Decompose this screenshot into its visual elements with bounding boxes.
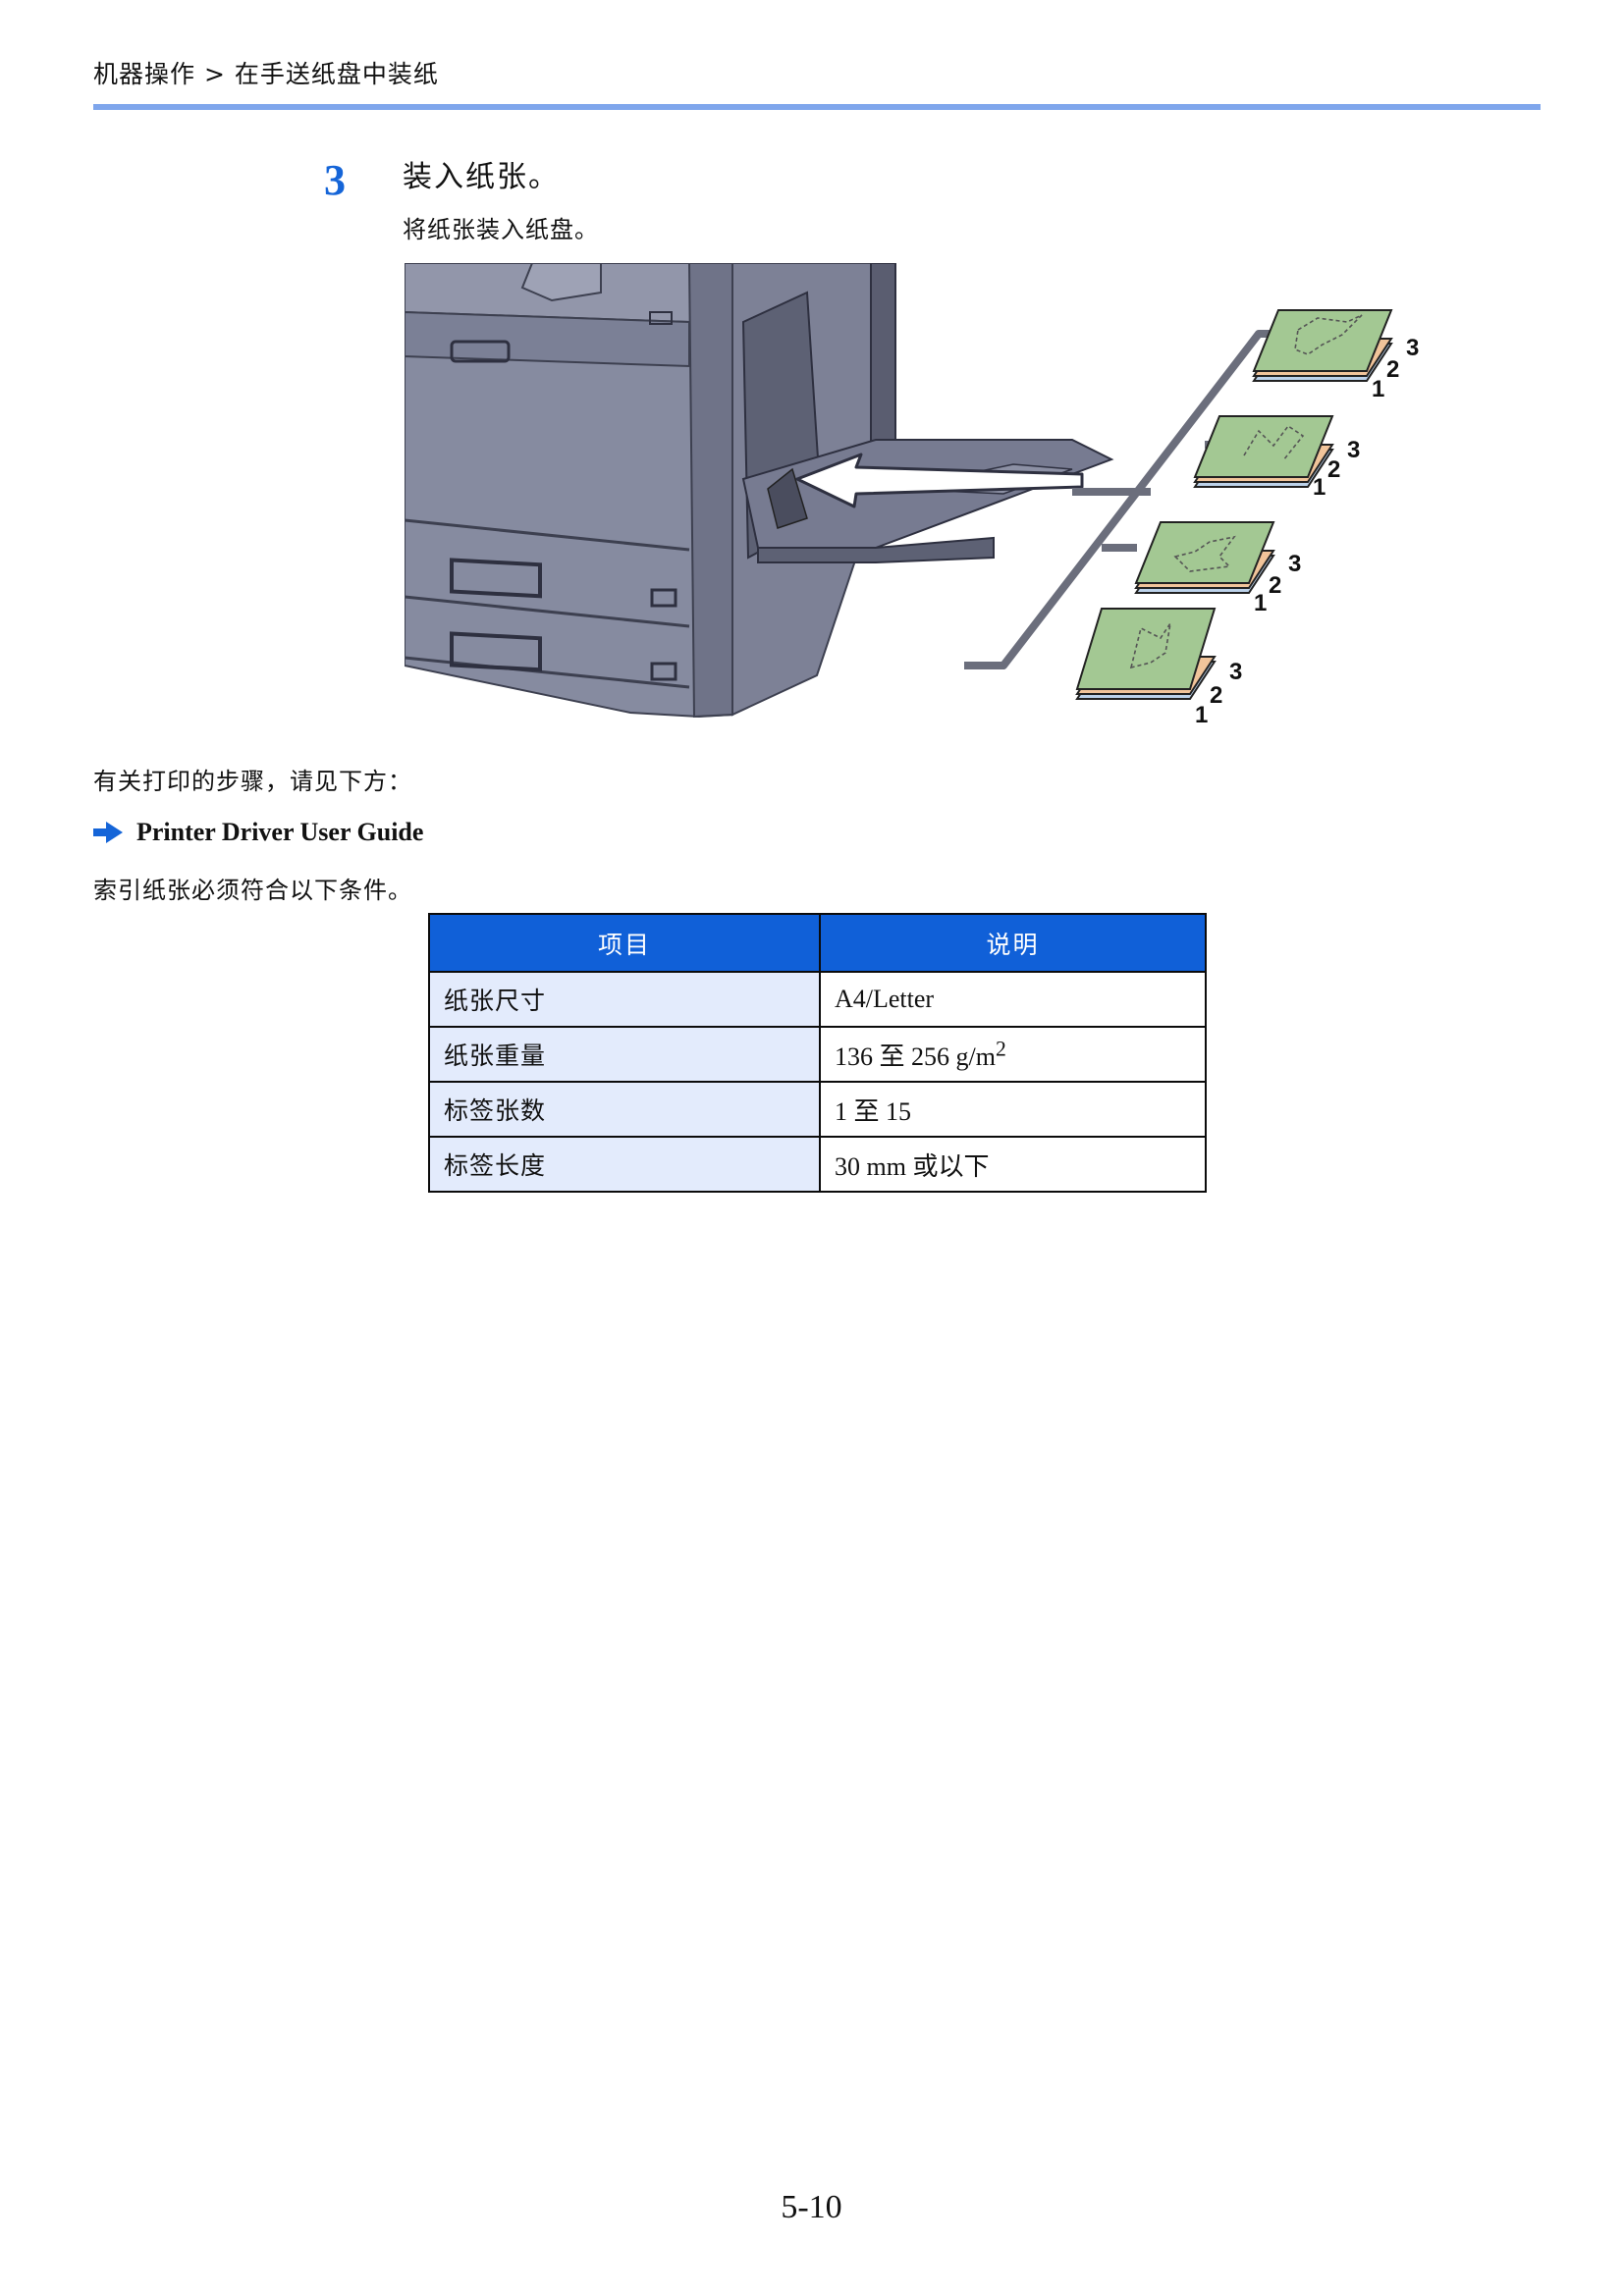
step-number: 3 bbox=[324, 156, 346, 204]
page-number: 5-10 bbox=[781, 2189, 842, 2225]
item-cell: 标签长度 bbox=[428, 1136, 821, 1193]
reference-text: 有关打印的步骤，请见下方： bbox=[93, 768, 412, 795]
tab-paper-stack-2: 1 2 3 bbox=[1193, 415, 1360, 501]
step-description: 将纸张装入纸盘。 bbox=[403, 216, 599, 243]
stack-label-3: 3 bbox=[1347, 437, 1360, 463]
conditions-intro: 索引纸张必须符合以下条件。 bbox=[93, 877, 412, 904]
step-title: 装入纸张。 bbox=[403, 160, 560, 194]
right-arrow-icon bbox=[93, 822, 123, 843]
tab-paper-stack-4: 1 2 3 bbox=[1075, 608, 1242, 728]
load-index-paper-illustration: 1 2 3 1 2 3 1 2 3 1 2 3 bbox=[405, 263, 1419, 728]
description-cell: 1 至 15 bbox=[819, 1081, 1207, 1138]
description-cell: 136 至 256 g/m2 bbox=[819, 1026, 1207, 1083]
stack-label-3: 3 bbox=[1229, 659, 1242, 685]
column-header-description: 说明 bbox=[819, 913, 1207, 973]
breadcrumb: 机器操作 > 在手送纸盘中装纸 bbox=[93, 60, 439, 88]
item-cell: 纸张尺寸 bbox=[428, 971, 821, 1028]
item-cell: 标签张数 bbox=[428, 1081, 821, 1138]
stack-label-1: 1 bbox=[1372, 376, 1384, 402]
insert-arrow bbox=[795, 453, 1084, 508]
stack-label-2: 2 bbox=[1210, 682, 1222, 709]
printer-driver-guide-link[interactable]: Printer Driver User Guide bbox=[93, 818, 423, 847]
table-row: 纸张重量 136 至 256 g/m2 bbox=[428, 1026, 1207, 1083]
stack-label-1: 1 bbox=[1313, 474, 1325, 501]
stack-label-3: 3 bbox=[1288, 551, 1301, 577]
superscript: 2 bbox=[995, 1036, 1006, 1060]
item-cell: 纸张重量 bbox=[428, 1026, 821, 1083]
stack-label-2: 2 bbox=[1386, 356, 1399, 383]
stack-label-1: 1 bbox=[1195, 702, 1208, 728]
tab-paper-stack-1: 1 2 3 bbox=[1252, 309, 1419, 402]
description-text: 136 至 256 g/m bbox=[835, 1041, 996, 1071]
description-cell: A4/Letter bbox=[819, 971, 1207, 1028]
stack-label-2: 2 bbox=[1269, 572, 1281, 599]
stack-label-2: 2 bbox=[1327, 456, 1340, 483]
column-header-item: 项目 bbox=[428, 913, 821, 973]
printer-machine bbox=[405, 263, 896, 719]
description-cell: 30 mm 或以下 bbox=[819, 1136, 1207, 1193]
stack-label-3: 3 bbox=[1406, 335, 1419, 361]
table-header-row: 项目 说明 bbox=[428, 913, 1207, 973]
table-row: 标签长度 30 mm 或以下 bbox=[428, 1136, 1207, 1193]
guide-link-label[interactable]: Printer Driver User Guide bbox=[136, 818, 424, 846]
header-rule bbox=[93, 104, 1541, 110]
stack-label-1: 1 bbox=[1254, 590, 1267, 616]
index-paper-conditions-table: 项目 说明 纸张尺寸 A4/Letter 纸张重量 136 至 256 g/m2… bbox=[428, 913, 1207, 1193]
tab-paper-stack-3: 1 2 3 bbox=[1134, 521, 1301, 616]
table-row: 标签张数 1 至 15 bbox=[428, 1081, 1207, 1138]
table-row: 纸张尺寸 A4/Letter bbox=[428, 971, 1207, 1028]
